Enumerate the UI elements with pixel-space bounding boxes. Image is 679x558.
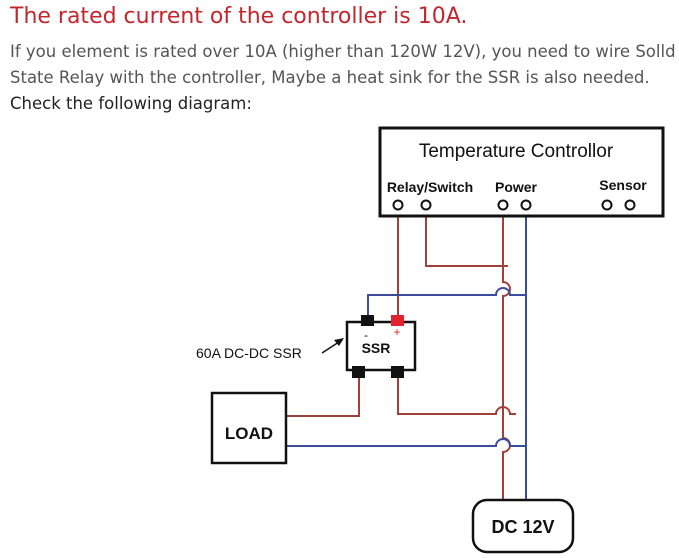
ssr-callout-label: 60A DC-DC SSR — [196, 345, 302, 361]
load-box — [210, 391, 288, 465]
ssr-callout-arrowhead — [334, 338, 344, 346]
controller-terminals — [392, 199, 636, 211]
power-terminal-positive — [497, 199, 509, 211]
description-line-3: Check the following diagram: — [10, 94, 252, 113]
relay-terminal-2 — [420, 199, 432, 211]
sensor-terminal-2 — [624, 199, 636, 211]
dc-supply-label: DC 12V — [491, 517, 554, 537]
ssr-label: SSR — [362, 340, 391, 356]
ssr-terminal-out-1 — [352, 366, 365, 378]
wire-relay-to-power — [425, 206, 508, 267]
power-label: Power — [495, 179, 538, 195]
wire-power-positive-main — [502, 206, 511, 500]
ssr-terminal-minus — [361, 315, 374, 326]
wire-ssr-minus-to-negative — [367, 287, 526, 316]
ssr-plus-label: + — [393, 325, 400, 339]
power-terminal-negative — [520, 199, 532, 211]
negative-wires — [287, 206, 527, 500]
relay-switch-label: Relay/Switch — [387, 179, 473, 195]
description-line-1: If you element is rated over 10A (higher… — [10, 42, 676, 61]
wire-ssr-to-dc — [397, 378, 516, 415]
ssr-box — [345, 320, 417, 372]
page-heading: The rated current of the controller is 1… — [10, 4, 468, 29]
description-line-2: State Relay with the controller, Maybe a… — [10, 68, 650, 87]
dc-supply-box — [471, 498, 575, 554]
controller-title: Temperature Controllor — [419, 141, 614, 162]
load-label: LOAD — [225, 424, 273, 443]
relay-terminal-1 — [392, 199, 404, 211]
sensor-terminal-1 — [601, 199, 613, 211]
positive-wires — [287, 206, 516, 500]
ssr-terminal-out-2 — [391, 366, 404, 378]
ssr-minus-label: - — [364, 328, 368, 342]
wire-ssr-to-load — [287, 378, 360, 417]
ssr-terminal-plus — [391, 315, 404, 326]
sensor-label: Sensor — [599, 177, 647, 193]
wire-load-to-negative — [287, 438, 526, 447]
